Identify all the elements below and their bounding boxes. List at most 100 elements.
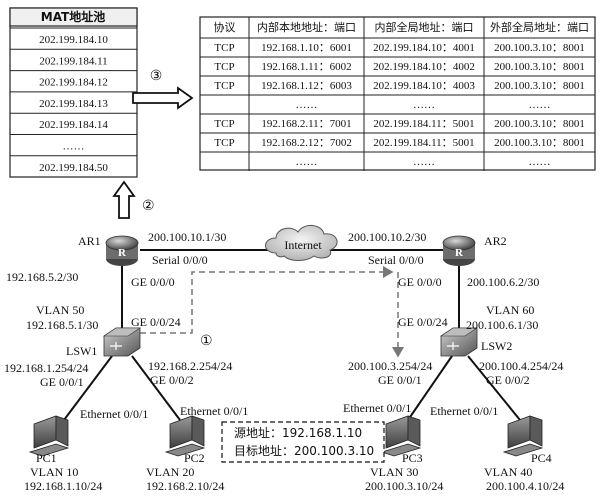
links — [63, 249, 521, 421]
eth-pc4: Ethernet 0/0/1 — [430, 404, 498, 418]
pc-screen — [33, 415, 57, 449]
lsw2-left-ip: 200.100.3.254/24 — [348, 359, 432, 373]
pc4-vlan: VLAN 40 — [484, 465, 532, 479]
pc3-name: PC3 — [402, 451, 423, 465]
pc3-ip: 200.100.3.10/24 — [365, 479, 443, 493]
pc-keyboard — [380, 443, 422, 457]
pc-keyboard — [28, 443, 70, 457]
pc4-icon[interactable] — [502, 415, 544, 457]
nat-table-cell: 200.100.3.10：8001 — [494, 61, 585, 73]
nat-pool-address: 202.199.184.11 — [39, 55, 107, 67]
lsw1-right-if: GE 0/0/2 — [150, 373, 194, 387]
nat-table-cell: …… — [529, 156, 551, 168]
nat-table-header: 协议 — [214, 20, 236, 34]
step2-label: ② — [142, 199, 155, 214]
nat-table-cell: 202.199.184.10：4001 — [373, 42, 475, 54]
lsw2-right-if: GE 0/0/2 — [486, 373, 530, 387]
lsw1-right-ip: 192.168.2.254/24 — [148, 359, 232, 373]
nat-table-cell: TCP — [214, 137, 234, 149]
switch-lsw2[interactable] — [440, 327, 478, 357]
nat-table-cells: 协议 内部本地地址：端口 内部全局地址：端口 外部全局地址：端口 TCP 192.168.… — [214, 20, 590, 168]
ar1-ge-if: GE 0/0/0 — [131, 275, 175, 289]
pc4-ip: 200.100.4.10/24 — [486, 479, 564, 493]
vlan50-ip: 192.168.5.1/30 — [26, 318, 98, 332]
pc4-name: PC4 — [531, 451, 552, 465]
router-ar1-glyph: R — [118, 247, 127, 259]
nat-pool-address: …… — [63, 141, 85, 153]
pc2-ip: 192.168.2.10/24 — [146, 479, 224, 493]
nat-table-cell: 192.168.1.12：6003 — [261, 80, 352, 92]
nat-table-grid — [200, 17, 595, 171]
ar2-serial-if: Serial 0/0/0 — [368, 253, 424, 267]
pc-keyboard — [502, 443, 544, 457]
pc1-vlan: VLAN 10 — [30, 465, 78, 479]
ar2-name: AR2 — [484, 234, 507, 248]
pc3-vlan: VLAN 30 — [370, 465, 418, 479]
eth-pc3: Ethernet 0/0/1 — [343, 401, 411, 415]
nat-table-cell: 192.168.1.10：6001 — [261, 42, 352, 54]
nat-table-cell: TCP — [214, 118, 234, 130]
packet-info-box: 源地址：192.168.1.10 目标地址：200.100.3.10 — [221, 421, 385, 463]
nat-table-cell: …… — [413, 99, 435, 111]
step3-label: ③ — [150, 69, 163, 84]
lsw1-name: LSW1 — [66, 344, 97, 358]
nat-pool-address: 202.199.184.14 — [39, 119, 108, 131]
pc1-icon[interactable] — [28, 415, 70, 457]
ar2-ge-if: GE 0/0/0 — [398, 275, 442, 289]
nat-table-cell: 202.199.184.11：5001 — [373, 118, 474, 130]
lsw2-name: LSW2 — [481, 339, 512, 353]
nat-table-cell: 192.168.1.11：6002 — [261, 61, 351, 73]
nat-table-cell: 202.199.184.10：4002 — [373, 61, 475, 73]
eth-pc2: Ethernet 0/0/1 — [180, 404, 248, 418]
step1-label: ① — [200, 334, 213, 349]
nat-pool-title: MAT地址池 — [41, 9, 105, 24]
router-ar2[interactable]: R — [442, 235, 476, 266]
ar2-serial-ip: 200.100.10.2/30 — [348, 230, 426, 244]
nat-table-header: 内部全局地址：端口 — [375, 20, 474, 34]
lsw1-left-if: GE 0/0/1 — [40, 375, 84, 389]
internet-cloud: Internet — [265, 225, 338, 261]
step3-arrow: ③ — [132, 69, 194, 110]
step2-arrow: ② — [112, 180, 155, 219]
nat-pool-box: MAT地址池 202.199.184.10 202.199.184.11 202.1… — [9, 7, 138, 178]
lsw1-up-if: GE 0/0/24 — [131, 315, 181, 329]
nat-table-cell: 192.168.2.11：7001 — [261, 118, 351, 130]
ar1-serial-ip: 200.100.10.1/30 — [148, 230, 226, 244]
nat-table-header: 外部全局地址：端口 — [490, 20, 589, 34]
pc-screen — [507, 415, 531, 449]
pc3-icon[interactable] — [380, 415, 422, 457]
pcs — [28, 415, 544, 457]
nat-table-cell: 200.100.3.10：8001 — [494, 137, 585, 149]
vlan60-label: VLAN 60 — [486, 303, 534, 317]
nat-pool-address: 202.199.184.12 — [39, 77, 108, 89]
packet-src: 源地址：192.168.1.10 — [234, 426, 362, 440]
router-ar1[interactable]: R — [105, 235, 139, 266]
nat-table-cell: 192.168.2.12：7002 — [261, 137, 352, 149]
lsw2-right-ip: 200.100.4.254/24 — [479, 359, 563, 373]
nat-table-cell: …… — [529, 99, 551, 111]
nat-pool-address: 202.199.184.10 — [39, 34, 108, 46]
ar1-name: AR1 — [78, 234, 101, 248]
eth-pc1: Ethernet 0/0/1 — [80, 407, 148, 421]
vlan60-ip: 200.100.6.1/30 — [466, 318, 538, 332]
nat-table-cell: 200.100.3.10：8001 — [494, 42, 585, 54]
switch-lsw1[interactable] — [103, 327, 141, 357]
nat-table-cell: TCP — [214, 42, 234, 54]
pc-screen — [385, 415, 409, 449]
lsw2-left-if: GE 0/0/1 — [378, 373, 422, 387]
nat-table-cell: TCP — [214, 61, 234, 73]
pc1-ip: 192.168.1.10/24 — [24, 479, 102, 493]
nat-table-cell: 202.199.184.10：4003 — [373, 80, 475, 92]
nat-table-cell: 200.100.3.10：8001 — [494, 118, 585, 130]
pc2-icon[interactable] — [164, 415, 206, 457]
nat-table-cell: …… — [296, 156, 318, 168]
internet-label: Internet — [284, 238, 322, 252]
pc-tower — [191, 415, 205, 447]
pc2-name: PC2 — [184, 451, 205, 465]
nat-table-header: 内部本地地址：端口 — [257, 20, 356, 34]
lsw2-up-if: GE 0/0/24 — [398, 315, 448, 329]
ar2-ge-ip: 200.100.6.2/30 — [467, 275, 539, 289]
nat-table-cell: …… — [413, 156, 435, 168]
